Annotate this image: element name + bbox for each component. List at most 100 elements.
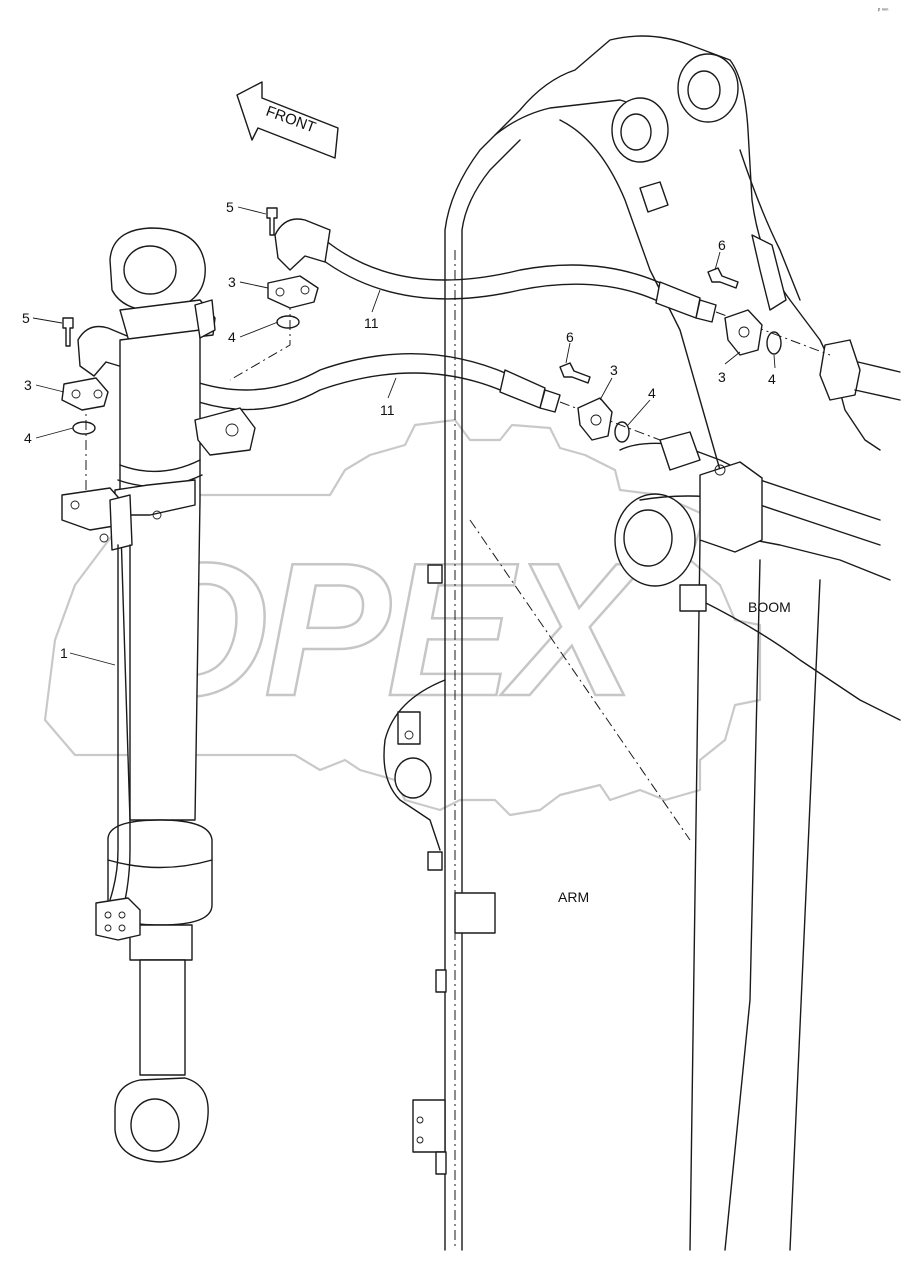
leader-3d [724, 351, 741, 365]
boom-end-flange [819, 339, 861, 401]
clamp-nut [99, 533, 109, 543]
leader-1 [69, 652, 116, 666]
boom-foot-hole [623, 509, 673, 567]
callout-3a: 3 [228, 274, 236, 290]
pipe-clamp-bracket [109, 494, 133, 551]
hex-bolt-upper [707, 267, 739, 289]
cylinder-gland-nose [129, 924, 193, 961]
leader-6a [714, 251, 721, 271]
split-flange-clamp-upper-right [724, 309, 763, 356]
clamp-bolt-hole [93, 389, 103, 399]
arm-diagonal-centerline [469, 519, 691, 841]
arm-pad-4 [454, 892, 496, 934]
leader-3c [599, 377, 613, 401]
callout-5a: 5 [226, 199, 234, 215]
o-ring-upper-right [766, 331, 782, 355]
leader-6b [565, 342, 571, 364]
clamp-hole [118, 924, 126, 932]
cylinder-rod-eye [114, 1077, 209, 1163]
callout-3c: 3 [610, 362, 618, 378]
leader-11b [387, 377, 397, 399]
hose-upper-end-ferrule [655, 281, 701, 319]
arm-pad-1 [397, 711, 421, 745]
callout-1: 1 [60, 645, 68, 661]
callout-4c: 4 [648, 385, 656, 401]
leader-4c [627, 399, 651, 426]
arm-inner-edge [461, 139, 521, 1251]
callout-4a: 4 [228, 329, 236, 345]
callouts: 1 5 5 3 3 3 3 4 4 4 4 6 6 11 11 [22, 199, 776, 666]
split-flange-clamp-upper-left [267, 275, 319, 309]
arm-cylinder [61, 227, 256, 1163]
arm-pad-5 [435, 969, 447, 993]
socket-bolt-upper [266, 207, 278, 236]
boom-top-hole [687, 70, 721, 110]
boom-arm-structure [383, 35, 901, 1251]
arm-pad-2 [427, 564, 443, 584]
split-flange-clamp-lower-right [577, 397, 613, 441]
clamp-bolt-hole [275, 287, 285, 297]
steel-pipe-left-edge [109, 544, 119, 901]
o-ring-upper-left [276, 315, 300, 329]
callout-4b: 4 [24, 430, 32, 446]
hose-upper-bottom-edge [319, 257, 661, 303]
callout-4d: 4 [768, 371, 776, 387]
leader-4d [773, 354, 776, 369]
pipe-bottom-clamp [95, 897, 141, 941]
boom-pipe-clamp [699, 461, 763, 553]
clamp-hole [104, 924, 112, 932]
watermark-text: OPEX [120, 524, 646, 736]
upper-elbow-fitting [274, 218, 331, 271]
clamp-bolt-hole [71, 389, 81, 399]
callout-5b: 5 [22, 310, 30, 326]
callout-3d: 3 [718, 369, 726, 385]
cylinder-head-lug [194, 299, 216, 339]
port-pad-hole [225, 423, 239, 437]
arm-pin-hole [620, 113, 652, 151]
leader-5a [237, 206, 267, 215]
boom-foot-boss [614, 493, 696, 587]
watermark: OPEX [43, 418, 762, 817]
boom-top-boss [677, 53, 739, 123]
clamp-bolt-hole [738, 326, 750, 338]
clamp-bolt-hole [590, 414, 602, 426]
callout-6b: 6 [566, 329, 574, 345]
o-ring-lower-right [614, 421, 630, 443]
leader-4b [35, 427, 74, 439]
fittings-hardware [61, 207, 782, 443]
boom-lower-edge [699, 599, 901, 721]
callout-6a: 6 [718, 237, 726, 253]
hose-lower-end-ferrule [499, 369, 546, 409]
arm-pad-6-bolt-2 [416, 1136, 424, 1144]
leader-11a [371, 289, 381, 313]
boom-label: BOOM [748, 599, 791, 615]
cylinder-gland-line [107, 859, 213, 869]
cylinder-band-line [119, 459, 201, 473]
socket-bolt-lower [62, 317, 74, 347]
hose-assemblies [77, 218, 831, 490]
cylinder-barrel [119, 329, 201, 821]
leader-5b [32, 317, 63, 324]
arm-pad-6 [412, 1099, 446, 1153]
boom-pipe-clamp-bolt [714, 464, 726, 476]
callout-3b: 3 [24, 377, 32, 393]
leader-4a [239, 321, 279, 338]
leader-3a [239, 281, 269, 289]
boom-pad [679, 584, 707, 612]
arm-pad-1-bolt [404, 730, 414, 740]
hose-upper-end-flange [695, 299, 717, 323]
cylinder-rod-eye-bore [130, 1098, 180, 1152]
arm-pad-7 [435, 1151, 447, 1175]
arm-right-face-2 [739, 149, 801, 301]
corner-mark: ᵖ ⁿⁿⁿ [878, 7, 889, 14]
arm-label: ARM [558, 889, 589, 905]
o-ring-lower-left [72, 421, 96, 435]
clamp-hole [104, 911, 112, 919]
arm-lower-edge [689, 539, 701, 1251]
boom-end-pipe [854, 361, 901, 401]
front-arrow-shape [236, 81, 339, 159]
hose-lower-end-flange [539, 389, 561, 413]
cylinder-rod [139, 959, 186, 1076]
lower-flange-centerline [559, 401, 661, 441]
